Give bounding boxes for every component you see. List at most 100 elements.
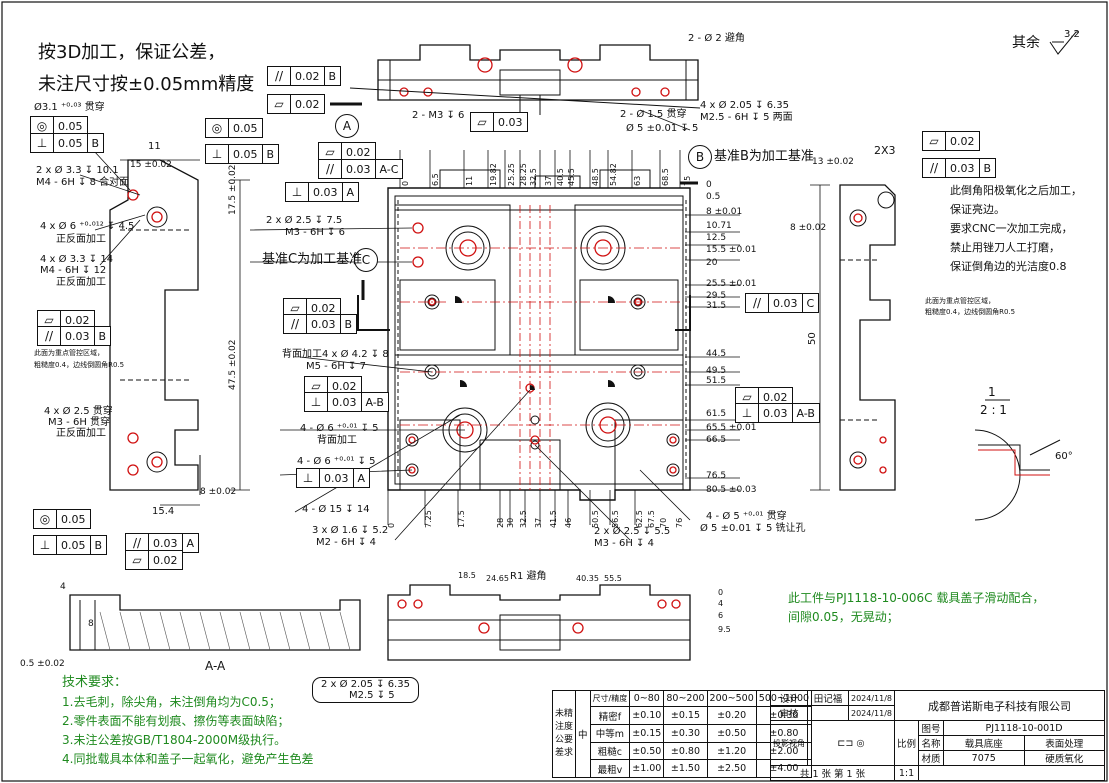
datum-a-marker: A: [335, 114, 359, 138]
callout-c25: Ø 5 ±0.01 ↧ 5: [626, 123, 699, 134]
dims-bview-label-2: 6: [718, 611, 724, 620]
dims-right-label-15: 66.5: [706, 435, 727, 445]
callout-c4: 4 x Ø 6 ⁺⁰·⁰¹² ↧ 4.5: [40, 221, 135, 232]
gdt-position-frame-mid: ◎0.05: [205, 118, 263, 138]
dims-top-label-8: 40.5: [556, 168, 565, 186]
callout-c31: R1 避角: [510, 571, 547, 582]
dims-right-label-1: 0.5: [706, 192, 721, 202]
dims-top-label-11: 54.82: [609, 163, 618, 186]
callout-c16: 4 - Ø 15 ↧ 14: [302, 504, 370, 515]
dim-side-8: 8 ±0.02: [790, 223, 827, 233]
roughness-value: 3.2: [1064, 29, 1080, 40]
surface-note-right-2: 粗糙度0.4，边线倒圆角R0.5: [925, 308, 1016, 316]
dims-bview-label-5: 24.65: [486, 574, 509, 583]
dims-right-label-11: 49.5: [706, 366, 727, 376]
dims-top-label-5: 28.25: [519, 163, 528, 186]
callout-c6: 4 x Ø 3.3 ↧ 14: [40, 254, 114, 265]
dims-top-label-0: 0: [401, 180, 410, 186]
dims-right-label-8: 29.5: [706, 291, 727, 301]
dim-section-0-5: 0.5 ±0.02: [20, 659, 65, 669]
dims-right-label-4: 12.5: [706, 233, 727, 243]
part-name: 载具底座: [943, 735, 1025, 751]
gdt-flatness-frame-right: ▱0.02: [922, 131, 980, 151]
detail-view: [974, 429, 1061, 521]
detail-scale: 2 : 1: [980, 403, 1007, 417]
right-note-2: 保证亮边。: [950, 203, 1005, 216]
callout-c14b: 4 - Ø 6 ⁺⁰·⁰¹ ↧ 5: [297, 456, 376, 467]
dims-right-label-16: 76.5: [706, 471, 727, 481]
dims-top-label-3: 19.82: [489, 163, 498, 186]
gdt-flatness-frame-mid3: ▱0.02: [304, 376, 362, 396]
dims-top-label-6: 32.5: [529, 168, 538, 186]
dims-bottom-label-1: 7.25: [424, 510, 433, 528]
top-view: [377, 44, 699, 115]
surface-note-left-2: 粗糙度0.4，边线倒圆角R0.5: [34, 361, 125, 369]
section-label: A-A: [205, 659, 226, 673]
section-aa: [69, 594, 361, 651]
dim-side-60deg: 60°: [1055, 451, 1073, 462]
callout-c11: M5 - 6H ↧ 7: [306, 361, 366, 372]
gdt-flatness-frame-top: ▱0.03: [470, 112, 528, 132]
dims-right-label-13: 61.5: [706, 409, 727, 419]
tech-item-3: 3.未注公差按GB/T1804-2000M级执行。: [62, 733, 287, 747]
dims-top-label-9: 45.5: [567, 168, 576, 186]
dim-side-13: 13 ±0.02: [812, 157, 854, 167]
dim-left-15: 15 ±0.02: [130, 160, 172, 170]
dims-top-label-10: 48.5: [591, 168, 600, 186]
callout-c13: M3 - 6H 贯穿: [48, 417, 111, 428]
dims-bottom-label-0: 0: [387, 522, 396, 528]
right-side-view: [839, 184, 896, 491]
material: 7075: [943, 750, 1025, 766]
callout-c1: Ø3.1 ⁺⁰·⁰³ 贯穿: [34, 102, 105, 113]
callout-c30: 2 - M3 ↧ 6: [412, 110, 465, 121]
dims-right-label-5: 15.5 ±0.01: [706, 245, 757, 255]
dim-section-8: 8: [88, 619, 94, 629]
callout-c18: M2 - 6H ↧ 4: [316, 537, 376, 548]
detail-scale-top: 1: [988, 385, 996, 399]
dims-top-label-12: 63: [633, 175, 642, 186]
dim-left-17-5: 17.5 ±0.02: [228, 164, 238, 215]
tech-item-1: 1.去毛刺，除尖角，未注倒角均为C0.5；: [62, 695, 281, 709]
dims-bottom-label-9: 50.5: [591, 510, 600, 528]
dims-bottom-label-10: 56.5: [611, 510, 620, 528]
dims-bottom-label-13: 70: [659, 517, 668, 528]
dims-bottom-label-6: 37: [534, 517, 543, 528]
dims-bview-label-0: 0: [718, 588, 724, 597]
dims-top-label-4: 25.25: [507, 163, 516, 186]
dims-right-label-2: 8 ±0.01: [706, 207, 743, 217]
callout-c12: 4 x Ø 2.5 贯穿: [44, 406, 113, 417]
dims-right-label-6: 20: [706, 258, 718, 268]
callout-c21: 4 - Ø 5 ⁺⁰·⁰¹ 贯穿: [706, 511, 787, 522]
dims-bottom-label-2: 17.5: [457, 510, 466, 528]
datum-b-note: 基准B为加工基准: [714, 149, 814, 164]
dim-side-50: 50: [807, 332, 818, 345]
dims-bottom-label-3: 28: [496, 517, 505, 528]
right-note-3: 要求CNC一次加工完成，: [950, 222, 1073, 235]
dims-right-label-14: 65.5 ±0.01: [706, 423, 757, 433]
dims-right-label-17: 80.5 ±0.03: [706, 485, 757, 495]
dims-top-label-7: 37: [544, 175, 553, 186]
roughness-symbol-icon: [1049, 31, 1079, 55]
dims-right-label-12: 51.5: [706, 376, 727, 386]
right-note-4: 禁止用锉刀人工打磨，: [950, 241, 1060, 254]
dims-bottom-label-8: 46: [564, 517, 573, 528]
callout-c10: 背面加工4 x Ø 4.2 ↧ 8: [282, 349, 389, 360]
callout-c9: M3 - 6H ↧ 6: [285, 227, 345, 238]
right-note-1: 此倒角阳极氧化之后加工，: [950, 184, 1082, 197]
tech-title: 技术要求：: [62, 675, 128, 690]
projection-symbol-icon: ⊏⊐ ◎: [806, 720, 896, 766]
callout-c3: M4 - 6H ↧ 8 合对面: [36, 177, 130, 188]
callout-c27: M2.5 - 6H ↧ 5 两面: [700, 112, 793, 123]
dims-bottom-label-7: 41.5: [549, 510, 558, 528]
callout-c5: 正反面加工: [56, 234, 106, 245]
